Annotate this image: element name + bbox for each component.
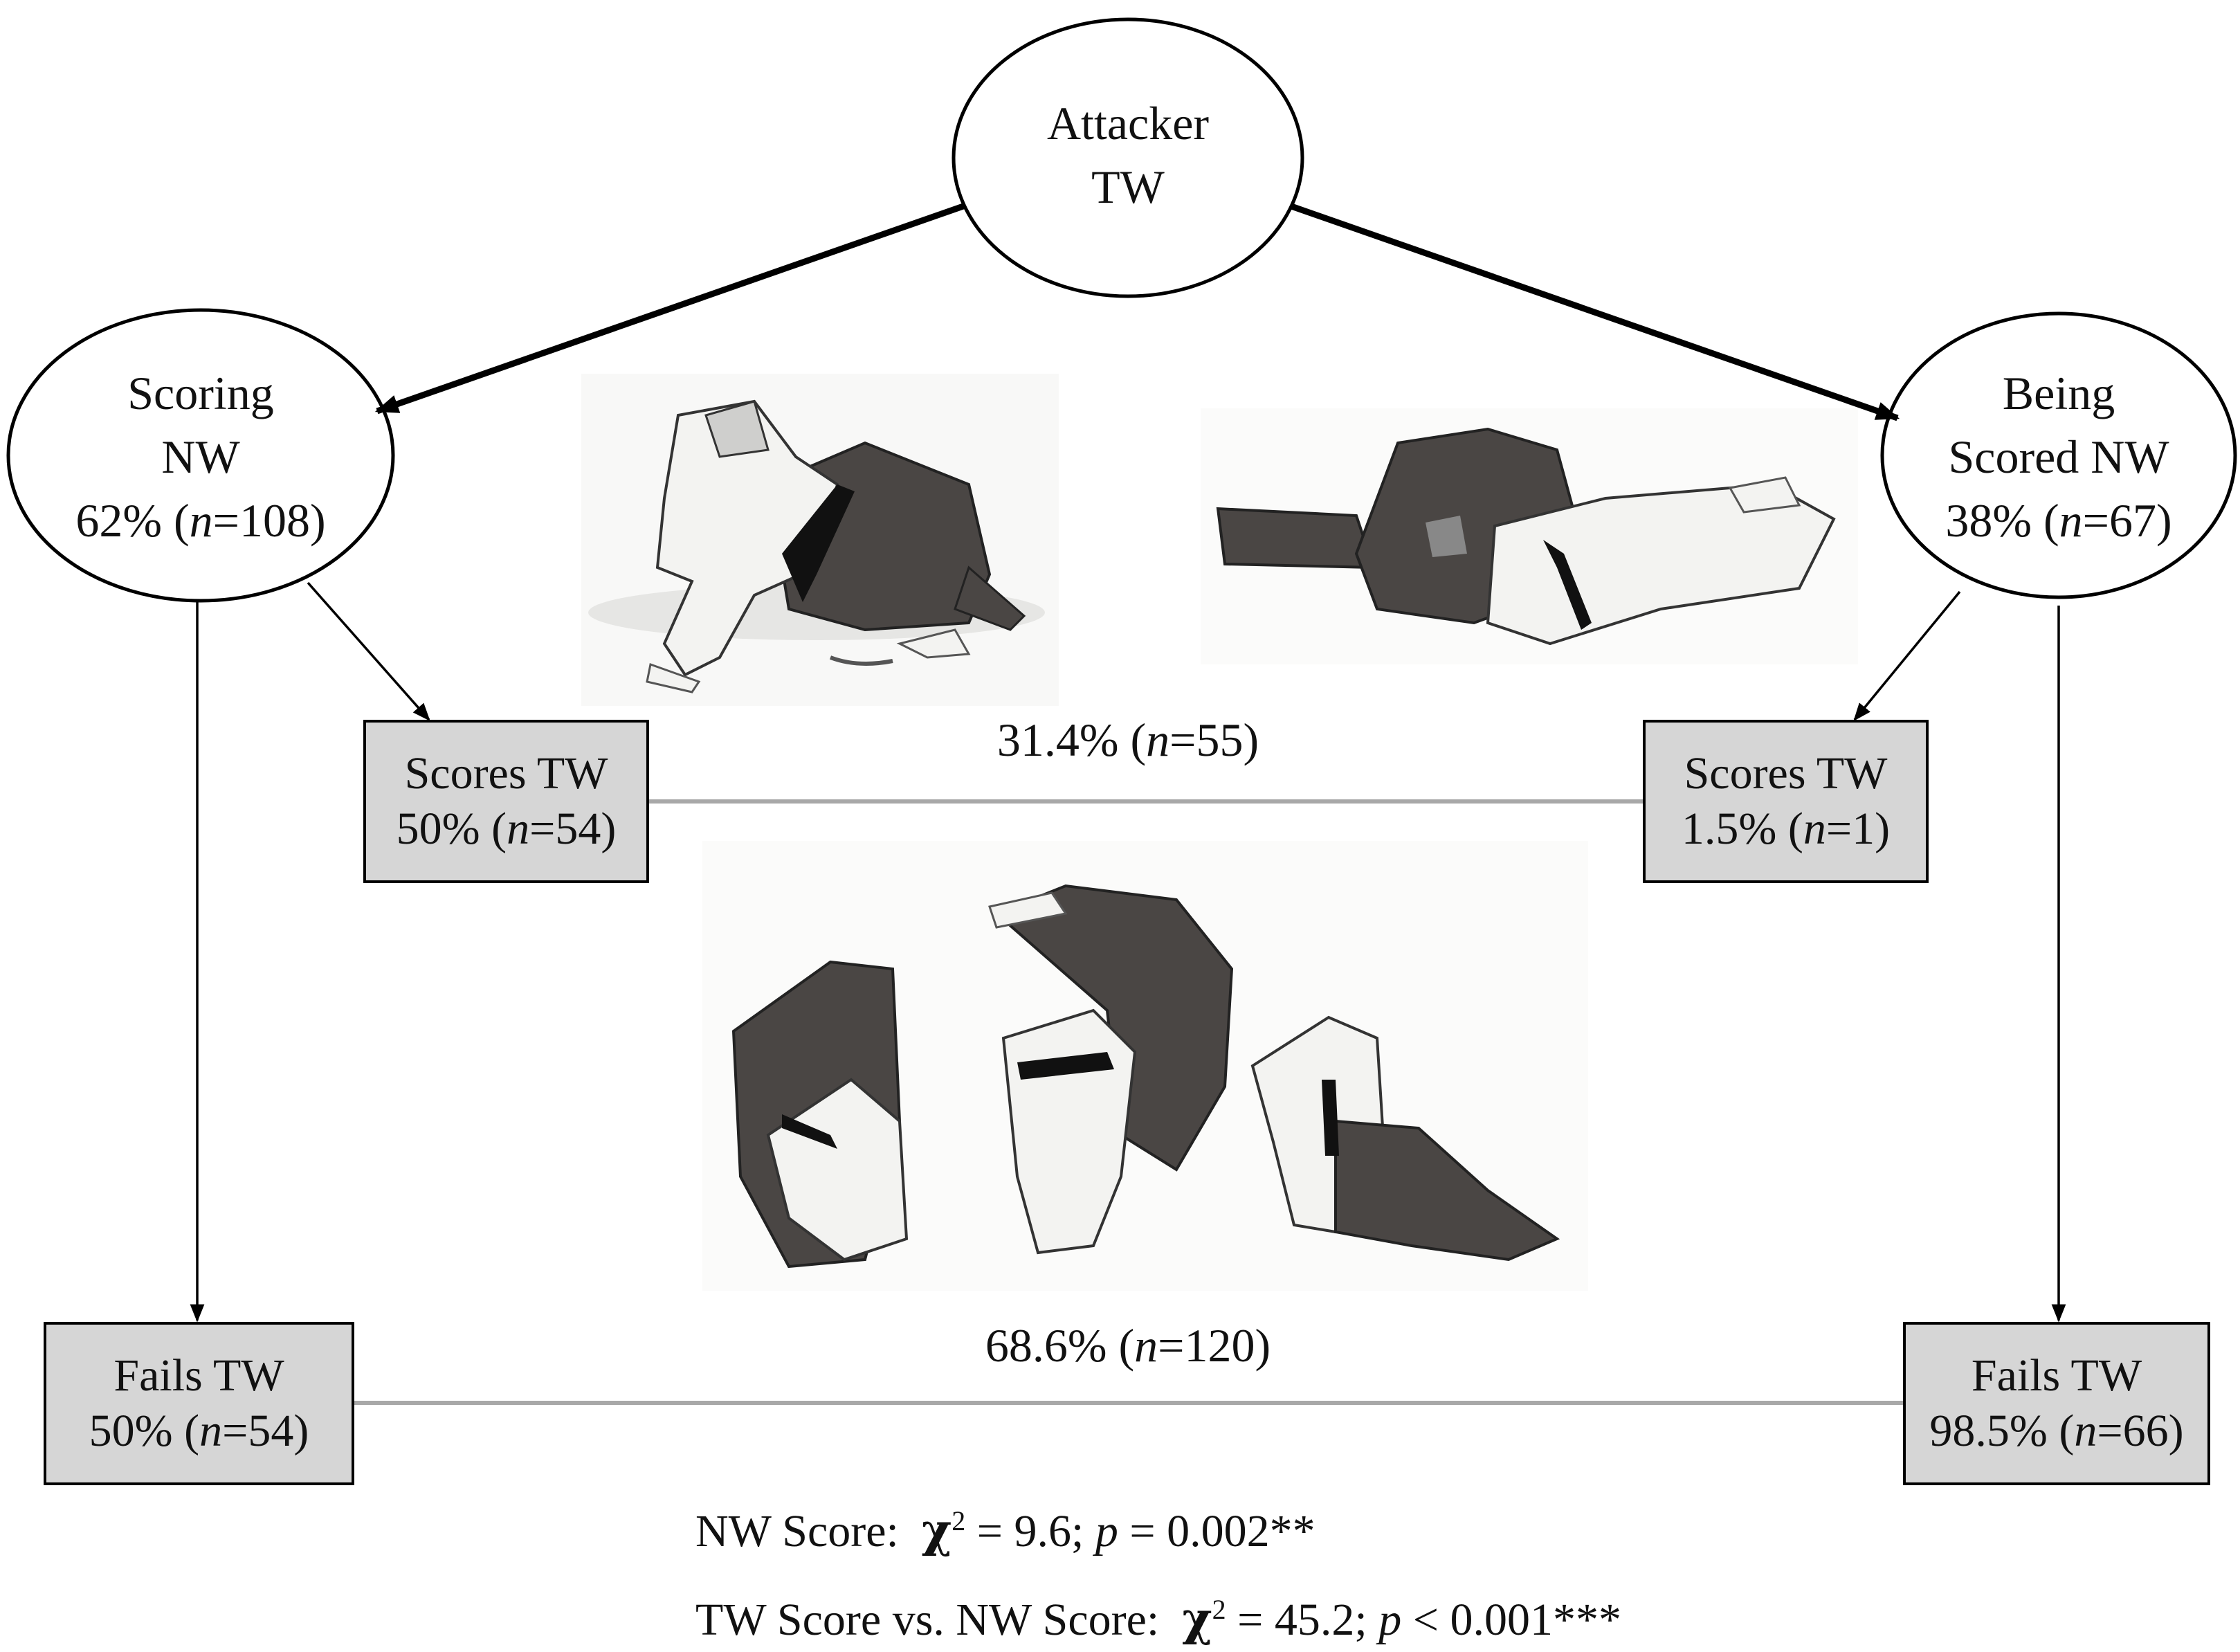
attacker-tw-node	[951, 17, 1304, 298]
being-scored-line2: Scored NW	[1948, 430, 2169, 483]
scores-left-title: Scores TW	[404, 748, 608, 799]
arrow-attacker-to-being-scored	[1290, 203, 1900, 421]
attacker-tw-label: Attacker TW	[955, 91, 1301, 219]
being-scored-nw-label: Being Scored NW 38% (n=67)	[1886, 361, 2232, 552]
scores-outcome-pct: 31.4% (n=55)	[996, 714, 1259, 766]
nw-score-stat: NW Score: χ2 = 9.6; p = 0.002**	[695, 1503, 1315, 1557]
fails-outcome-pct: 68.6% (n=120)	[985, 1319, 1271, 1372]
fails-left-pct: 50% (n=54)	[89, 1406, 309, 1456]
fails-left-title: Fails TW	[113, 1350, 284, 1401]
scoring-line1: Scoring	[127, 367, 274, 419]
arrow-attacker-to-scoring	[374, 203, 965, 415]
scoring-nw-label: Scoring NW 62% (n=108)	[14, 361, 388, 552]
fails-tw-left-box	[44, 1322, 354, 1485]
tw-vs-nw-score-stat: TW Score vs. NW Score: χ2 = 45.2; p < 0.…	[695, 1592, 1621, 1646]
fails-right-pct: 98.5% (n=66)	[1929, 1406, 2184, 1456]
scores-tw-left-label: Scores TW 50% (n=54)	[365, 746, 648, 857]
attacker-line1: Attacker	[1046, 97, 1210, 149]
scores-left-pct: 50% (n=54)	[396, 804, 617, 854]
being-scored-nw-node	[1880, 311, 2237, 599]
being-scored-line1: Being	[2002, 367, 2115, 419]
attacker-line2: TW	[1091, 161, 1165, 213]
fails-tw-right-label: Fails TW 98.5% (n=66)	[1904, 1348, 2209, 1459]
judo-throw-sequence-illustration	[702, 841, 1588, 1291]
arrow-scoring-to-scores	[307, 581, 430, 721]
judo-grapple-illustration	[581, 374, 1059, 706]
fails-tw-right-box	[1903, 1322, 2210, 1485]
scoring-nw-node	[6, 308, 395, 603]
scores-right-pct: 1.5% (n=1)	[1681, 804, 1891, 854]
scoring-line2: NW	[161, 430, 240, 483]
being-scored-pct: 38% (n=67)	[1945, 494, 2172, 547]
scoring-pct: 62% (n=108)	[75, 494, 326, 547]
scores-tw-right-box	[1643, 720, 1929, 883]
arrow-being-scored-to-scores	[1853, 590, 1961, 722]
fails-tw-left-label: Fails TW 50% (n=54)	[45, 1348, 353, 1459]
scores-right-title: Scores TW	[1684, 748, 1888, 799]
scores-tw-left-box	[363, 720, 649, 883]
scores-tw-right-label: Scores TW 1.5% (n=1)	[1644, 746, 1927, 857]
fails-right-title: Fails TW	[1971, 1350, 2142, 1401]
judo-pin-illustration	[1201, 408, 1858, 664]
